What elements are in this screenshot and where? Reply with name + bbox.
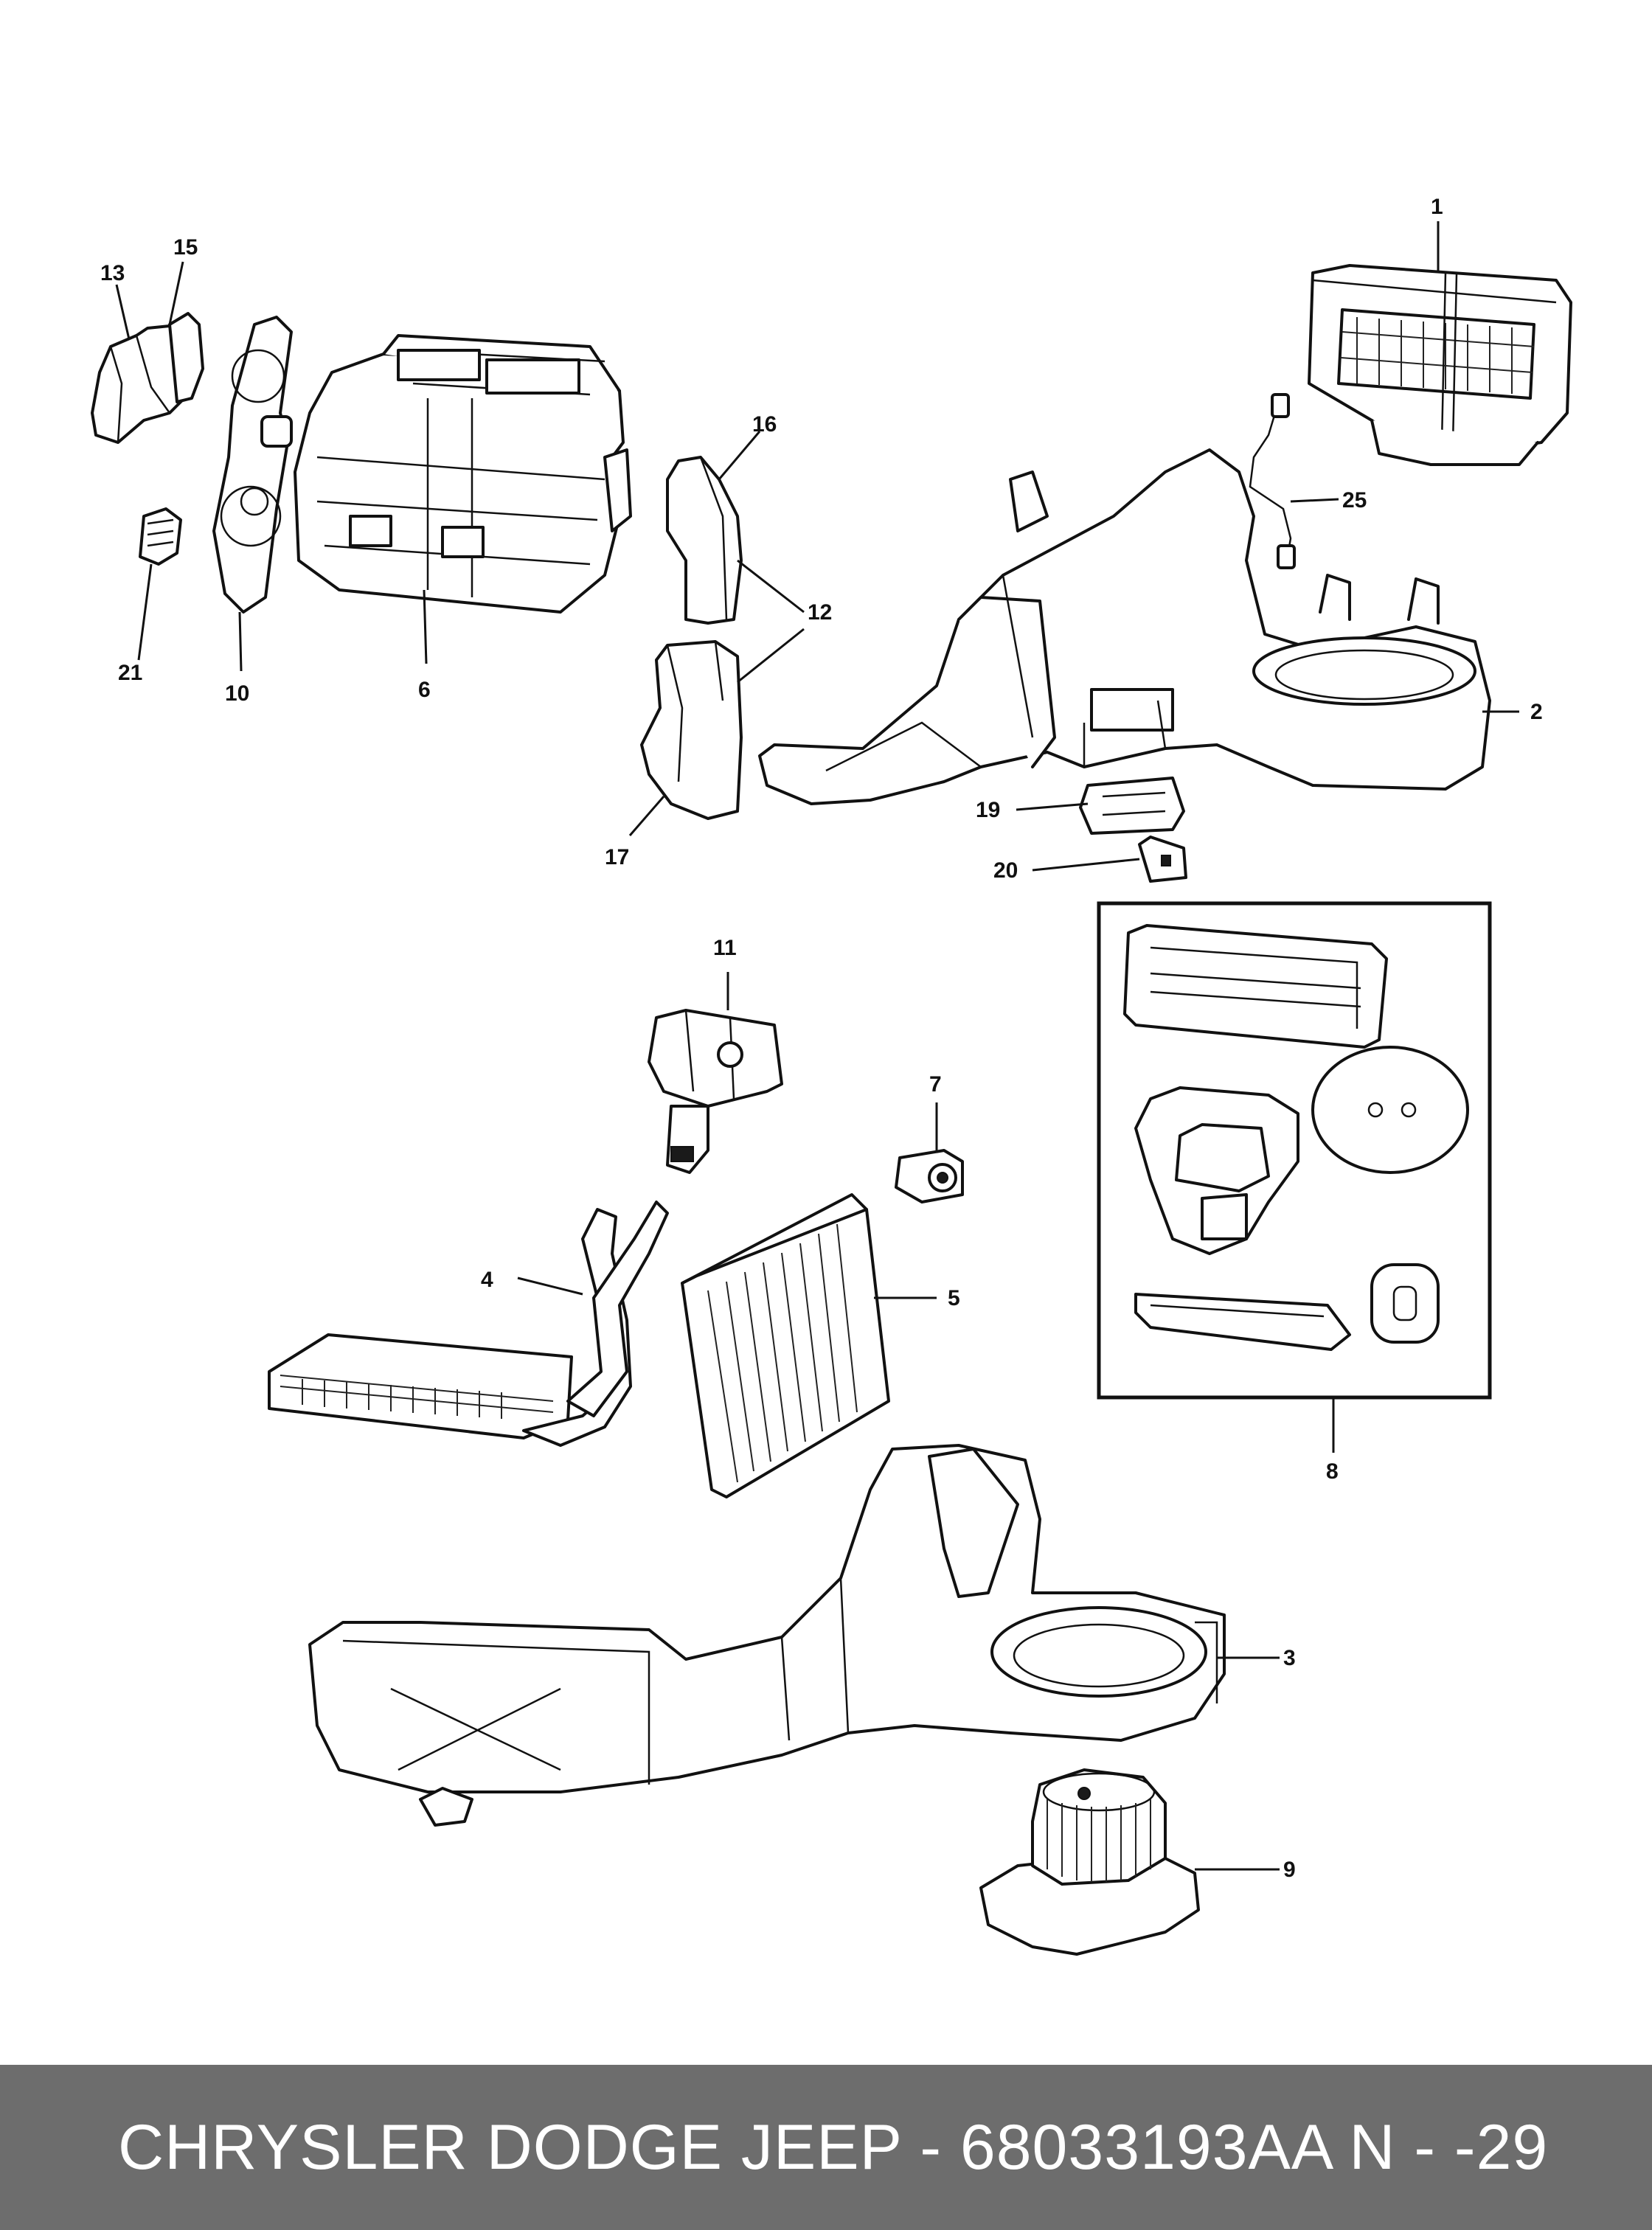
hvac-parts-diagram: 1 2 3 4 5 6 7 8 9 10 11 12 13 15 16 17 1… <box>91 195 1572 1956</box>
callout-5: 5 <box>948 1286 960 1310</box>
resistor-part-19 <box>1079 777 1185 835</box>
seal-kit-part-8 <box>1097 901 1492 1400</box>
callout-3: 3 <box>1283 1646 1296 1670</box>
callout-4: 4 <box>481 1268 493 1292</box>
callout-19: 19 <box>976 798 1000 822</box>
evaporator-part-5 <box>681 1193 890 1498</box>
intake-assembly-part-1 <box>1308 264 1572 466</box>
connector-part-20 <box>1138 836 1187 883</box>
callout-20: 20 <box>993 858 1018 883</box>
duct-part-17 <box>640 640 743 820</box>
duct-outlet-part-13-15 <box>91 312 204 444</box>
callout-17: 17 <box>605 845 629 869</box>
leader-lines <box>115 221 1519 1871</box>
blower-housing-upper-part-2 <box>758 448 1491 805</box>
heater-core-part-4 <box>268 1201 669 1447</box>
expansion-valve-part-7 <box>895 1149 964 1203</box>
footer-bar: CHRYSLER DODGE JEEP - 68033193AA N - -29 <box>0 2065 1652 2230</box>
blower-motor-part-9 <box>979 1768 1200 1956</box>
callout-25: 25 <box>1342 488 1367 513</box>
housing-side-plate-part-10 <box>212 316 293 614</box>
bracket-part-11 <box>648 1009 783 1174</box>
callout-15: 15 <box>173 235 198 260</box>
callout-10: 10 <box>225 681 249 706</box>
callout-2: 2 <box>1530 700 1543 724</box>
callout-labels: 1 2 3 4 5 6 7 8 9 10 11 12 13 15 16 17 1… <box>100 195 1543 1882</box>
callout-7: 7 <box>929 1072 942 1097</box>
lower-housing-part-3 <box>308 1444 1226 1827</box>
callout-21: 21 <box>118 661 142 685</box>
actuator-part-21 <box>139 507 182 566</box>
callout-1: 1 <box>1431 195 1443 219</box>
hvac-housing-part-6 <box>294 334 632 614</box>
callout-16: 16 <box>752 412 777 437</box>
callout-6: 6 <box>418 678 431 702</box>
callout-12: 12 <box>808 600 832 625</box>
wire-harness-part-25 <box>1249 393 1296 569</box>
callout-8: 8 <box>1326 1459 1339 1484</box>
callout-13: 13 <box>100 261 125 285</box>
part-number-caption: CHRYSLER DODGE JEEP - 68033193AA N - -29 <box>118 2111 1549 2183</box>
duct-part-16 <box>666 456 743 625</box>
callout-11: 11 <box>713 936 737 960</box>
callout-9: 9 <box>1283 1858 1296 1882</box>
